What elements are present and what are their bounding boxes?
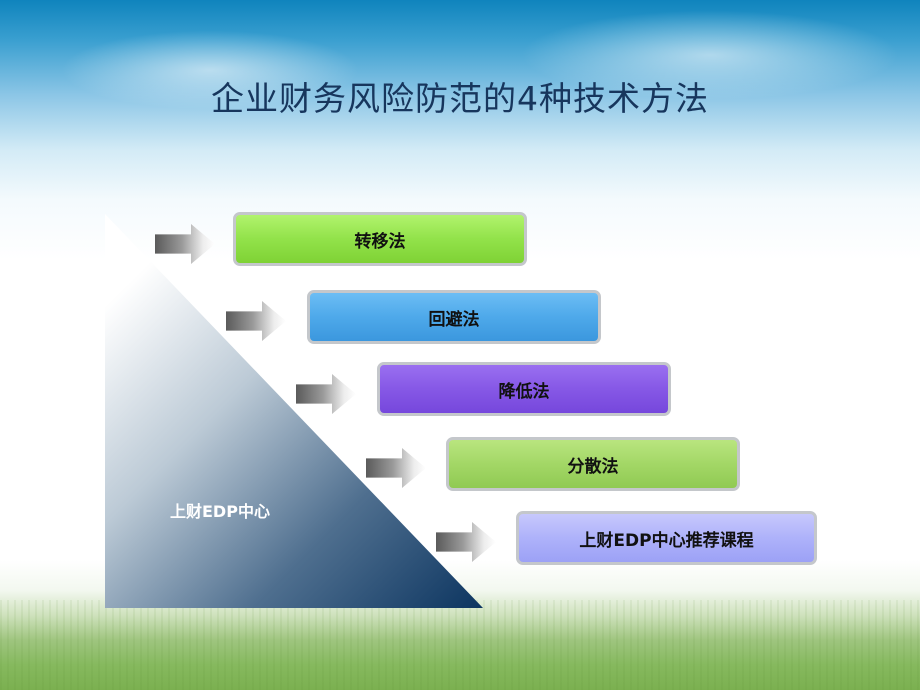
arrow-icon bbox=[436, 522, 496, 562]
step-reduction-method: 降低法 bbox=[377, 362, 671, 416]
sky-cloud bbox=[60, 30, 360, 110]
slide-title: 企业财务风险防范的4种技术方法 bbox=[211, 79, 709, 118]
step-recommended-courses: 上财EDP中心推荐课程 bbox=[516, 511, 817, 565]
arrow-icon bbox=[366, 448, 426, 488]
arrow-icon bbox=[155, 224, 215, 264]
step-transfer-method: 转移法 bbox=[233, 212, 527, 266]
step-label: 降低法 bbox=[498, 381, 550, 402]
arrow-icon bbox=[226, 301, 286, 341]
grass-field bbox=[0, 600, 920, 690]
step-label: 回避法 bbox=[428, 309, 480, 330]
arrow-icon bbox=[296, 374, 356, 414]
step-avoidance-method: 回避法 bbox=[307, 290, 601, 344]
sky-cloud bbox=[520, 10, 900, 100]
step-diversification-method: 分散法 bbox=[446, 437, 740, 491]
step-label: 转移法 bbox=[354, 231, 406, 252]
step-label: 分散法 bbox=[567, 456, 619, 477]
triangle-label: 上财EDP中心 bbox=[170, 502, 270, 521]
step-label: 上财EDP中心推荐课程 bbox=[579, 530, 754, 551]
